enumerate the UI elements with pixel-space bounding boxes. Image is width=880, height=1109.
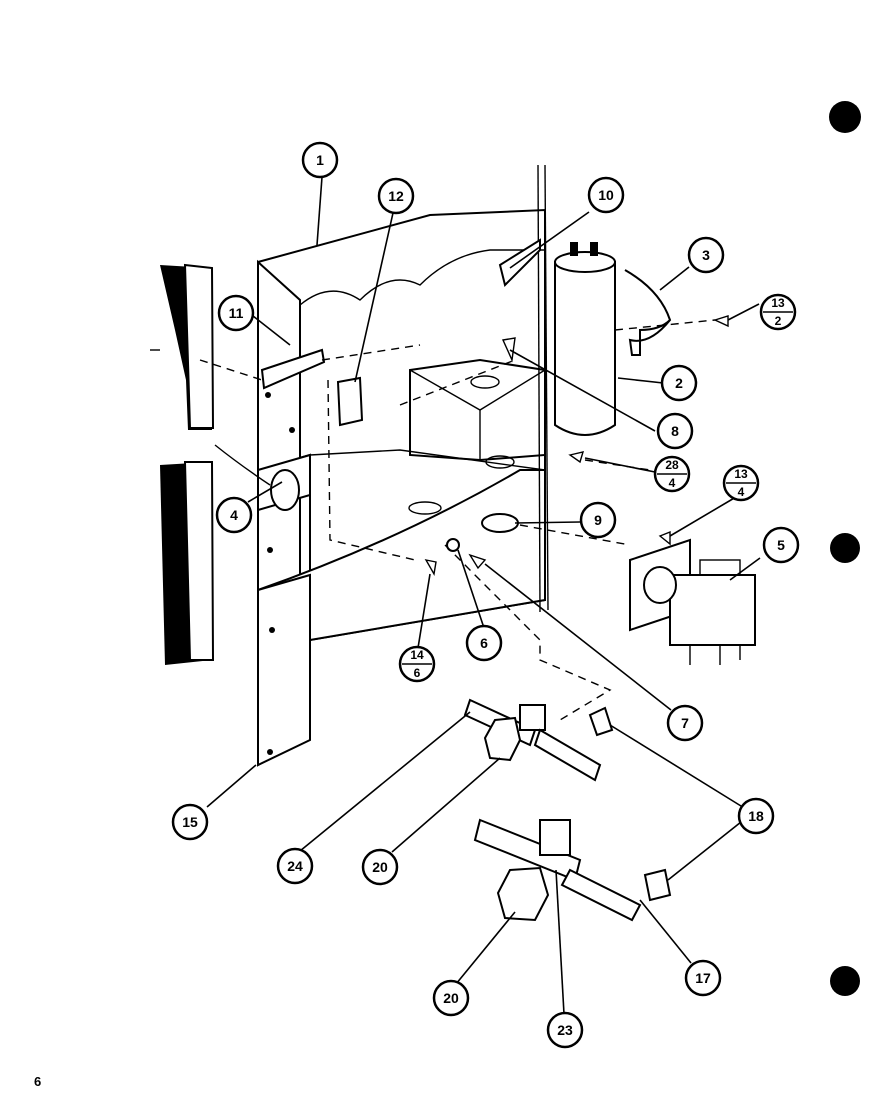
wire (214, 444, 271, 486)
svg-text:17: 17 (695, 970, 711, 986)
screw-7 (468, 553, 487, 570)
callout-17: 17 (684, 959, 722, 997)
svg-text:6: 6 (414, 666, 421, 680)
callout-8: 8 (656, 412, 694, 450)
svg-text:11: 11 (229, 305, 244, 321)
leader-lines (206, 176, 761, 1015)
bracket-11 (260, 348, 326, 390)
svg-text:13: 13 (734, 467, 748, 481)
page-number: 6 (34, 1074, 42, 1089)
service-valve-upper (463, 698, 614, 782)
callout-5: 5 (762, 526, 800, 564)
callout-18: 18 (737, 797, 775, 835)
svg-text:20: 20 (372, 859, 388, 875)
svg-text:12: 12 (388, 188, 404, 204)
svg-text:18: 18 (748, 808, 764, 824)
binder-hole-top (829, 101, 861, 133)
screw-13-2 (713, 315, 729, 328)
contactor (629, 538, 756, 665)
screw-14 (424, 559, 437, 577)
svg-text:13: 13 (771, 296, 785, 310)
service-valve-lower (473, 818, 672, 922)
callout-10: 10 (587, 176, 625, 214)
callout-28-over-4: 28 4 (653, 455, 691, 493)
side-panel (160, 263, 215, 665)
callout-13-over-2: 13 2 (759, 293, 797, 331)
callout-7: 7 (666, 704, 704, 742)
svg-text:4: 4 (230, 507, 238, 523)
binder-hole-bottom (830, 966, 860, 996)
svg-text:5: 5 (777, 537, 785, 553)
clip-12 (336, 376, 364, 427)
callout-3: 3 (687, 236, 725, 274)
capacitor-strap (624, 269, 672, 356)
svg-text:2: 2 (775, 314, 782, 328)
svg-text:23: 23 (557, 1022, 573, 1038)
callout-2: 2 (660, 364, 698, 402)
screw-8 (501, 337, 516, 363)
screw-28 (568, 451, 585, 464)
svg-text:10: 10 (598, 187, 614, 203)
svg-text:7: 7 (681, 715, 689, 731)
grommet (481, 513, 519, 533)
nut-6 (446, 538, 460, 552)
svg-text:6: 6 (480, 635, 488, 651)
callout-11: 11 (217, 294, 255, 332)
svg-text:8: 8 (671, 423, 679, 439)
binder-hole-middle (830, 533, 860, 563)
svg-text:15: 15 (182, 814, 198, 830)
svg-text:1: 1 (316, 152, 324, 168)
svg-text:28: 28 (665, 458, 679, 472)
callout-13-over-4: 13 4 (722, 464, 760, 502)
callout-23: 23 (546, 1011, 584, 1049)
callout-6: 6 (465, 624, 503, 662)
callout-20-upper: 20 (361, 848, 399, 886)
svg-text:3: 3 (702, 247, 710, 263)
callout-1: 1 (301, 141, 339, 179)
svg-text:4: 4 (669, 476, 676, 490)
bracket-10 (498, 238, 541, 287)
capacitor (554, 242, 616, 436)
callout-15: 15 (171, 803, 209, 841)
svg-text:4: 4 (738, 485, 745, 499)
screw-13-4 (658, 530, 671, 546)
svg-text:20: 20 (443, 990, 459, 1006)
svg-text:14: 14 (410, 648, 424, 662)
svg-text:2: 2 (675, 375, 683, 391)
callout-9: 9 (579, 501, 617, 539)
callout-12: 12 (377, 177, 415, 215)
callout-20-lower: 20 (432, 979, 470, 1017)
callout-14-over-6: 14 6 (398, 645, 436, 683)
callout-24: 24 (276, 847, 314, 885)
control-box (257, 164, 549, 767)
svg-text:9: 9 (594, 512, 602, 528)
svg-text:24: 24 (287, 858, 303, 874)
callout-4: 4 (215, 496, 253, 534)
